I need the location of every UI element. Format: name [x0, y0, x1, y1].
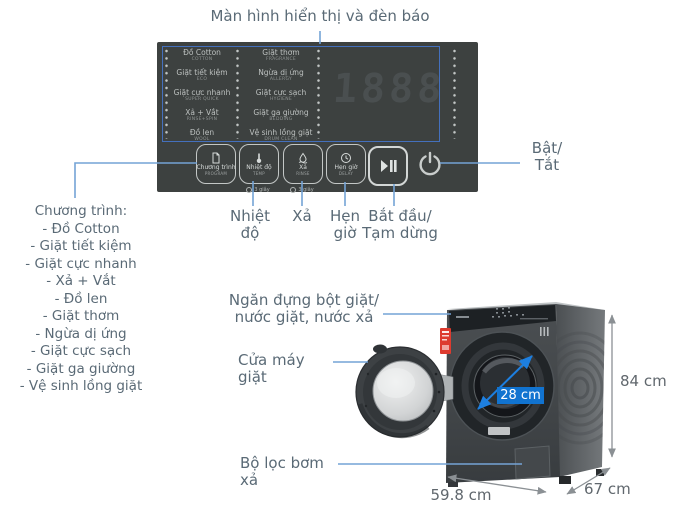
- filter-callout-label: Bộ lọc bơm xả: [240, 454, 324, 489]
- program-item: Giặt thơm FRAGRANCE: [262, 48, 300, 63]
- power-button: [417, 151, 443, 177]
- list-item: - Vệ sinh lồng giặt: [19, 378, 143, 394]
- vent-grille: [540, 327, 549, 336]
- machine-foot: [596, 469, 604, 476]
- energy-label: [440, 328, 451, 354]
- list-item: - Giặt cực nhanh: [25, 255, 137, 272]
- program-item: Đồ Cotton COTTON: [183, 48, 221, 63]
- depth-dimension-label: 67 cm: [584, 480, 631, 498]
- program-column-left: Đồ Cotton COTTON Giặt tiết kiệm ECO Giặt…: [169, 48, 235, 143]
- door-glass: [372, 360, 434, 422]
- led-indicator-column-3: [317, 49, 320, 139]
- dimension-arrows: [447, 314, 616, 495]
- temp-callout-label: Nhiệt độ: [229, 207, 270, 242]
- temperature-button: Nhiệt độ TEMP: [239, 144, 279, 184]
- program-button: Chương trình PROGRAM: [196, 144, 236, 184]
- machine-control-strip: [449, 305, 556, 332]
- list-item: - Giặt tiết kiệm: [30, 238, 132, 254]
- list-item: - Giặt ga giường: [26, 360, 136, 377]
- list-item: - Xả + Vắt: [46, 273, 116, 289]
- program-item: Giặt ga giường BEDDING: [253, 108, 309, 123]
- program-item: Giặt cực sạch HYGIENE: [255, 88, 307, 103]
- hold-hint-rinse: 3 giây: [283, 186, 321, 194]
- play-pause-icon: [381, 160, 397, 172]
- rinse-icon: [298, 152, 308, 164]
- door-hinge: [436, 373, 454, 403]
- list-item: - Giặt cực sạch: [30, 343, 132, 359]
- door-diameter-badge: 28 cm: [497, 387, 544, 404]
- list-item: - Ngừa dị ứng: [35, 325, 127, 342]
- program-column-right: Giặt thơm FRAGRANCE Ngừa dị ứng ALLERGY …: [239, 48, 323, 143]
- hold-icon: [246, 187, 253, 193]
- diagram-title: Màn hình hiển thị và đèn báo: [210, 7, 430, 25]
- power-icon: [419, 151, 441, 176]
- list-item: - Đồ Cotton: [42, 220, 120, 237]
- drum-opening: [449, 331, 555, 441]
- hold-icon: [290, 187, 297, 193]
- width-dimension-label: 59.8 cm: [430, 486, 492, 504]
- program-item: Xả + Vắt RINSE+SPIN: [185, 108, 219, 123]
- seven-segment-display: 1888: [331, 66, 447, 112]
- clock-icon: [341, 152, 351, 163]
- document-icon: [212, 152, 220, 163]
- led-indicator-column-2: [236, 49, 239, 139]
- program-item: Giặt tiết kiệm ECO: [176, 68, 228, 83]
- machine-foot: [559, 476, 571, 484]
- height-dimension-label: 84 cm: [620, 372, 667, 390]
- delay-callout-label: Hẹn giờ: [329, 207, 360, 242]
- display-highlight-box: [162, 46, 440, 142]
- program-item: Đồ len WOOL: [189, 128, 215, 143]
- power-callout-label: Bật/ Tắt: [531, 139, 563, 174]
- control-panel: Đồ Cotton COTTON Giặt tiết kiệm ECO Giặt…: [157, 42, 478, 194]
- model-sticker: [488, 427, 510, 435]
- machine-side: [556, 304, 605, 477]
- machine-top: [448, 302, 605, 311]
- open-door: [355, 344, 445, 439]
- start-pause-button: [368, 146, 408, 186]
- led-indicator-column-4: [453, 49, 456, 139]
- list-item: - Đồ len: [54, 290, 108, 307]
- filter-panel: [514, 445, 551, 480]
- side-ripple-pattern: [556, 331, 605, 445]
- hold-hint-temp: 3 giây: [239, 186, 277, 194]
- led-indicator-column-1: [165, 49, 168, 139]
- control-strip-markings: [456, 307, 548, 320]
- rinse-button: Xả RINSE: [283, 144, 323, 184]
- program-item: Ngừa dị ứng ALLERGY: [258, 68, 304, 83]
- list-item: - Giặt thơm: [42, 308, 120, 324]
- delay-button: Hẹn giờ DELAY: [326, 144, 366, 184]
- program-list-heading: Chương trình:: [34, 203, 128, 219]
- program-item: Vệ sinh lồng giặt DRUM CLEAN: [249, 128, 313, 143]
- start-pause-callout-label: Bắt đầu/ Tạm dừng: [362, 207, 438, 242]
- drawer-callout-label: Ngăn đựng bột giặt/ nước giặt, nước xả: [228, 291, 380, 326]
- washing-machine: [355, 302, 605, 487]
- program-list: Chương trình: - Đồ Cotton - Giặt tiết ki…: [5, 203, 157, 396]
- program-item: Giặt cực nhanh SUPER QUICK: [173, 88, 231, 103]
- thermometer-icon: [256, 153, 262, 163]
- door-callout-label: Cửa máy giặt: [238, 351, 305, 386]
- rinse-callout-label: Xả: [292, 207, 312, 225]
